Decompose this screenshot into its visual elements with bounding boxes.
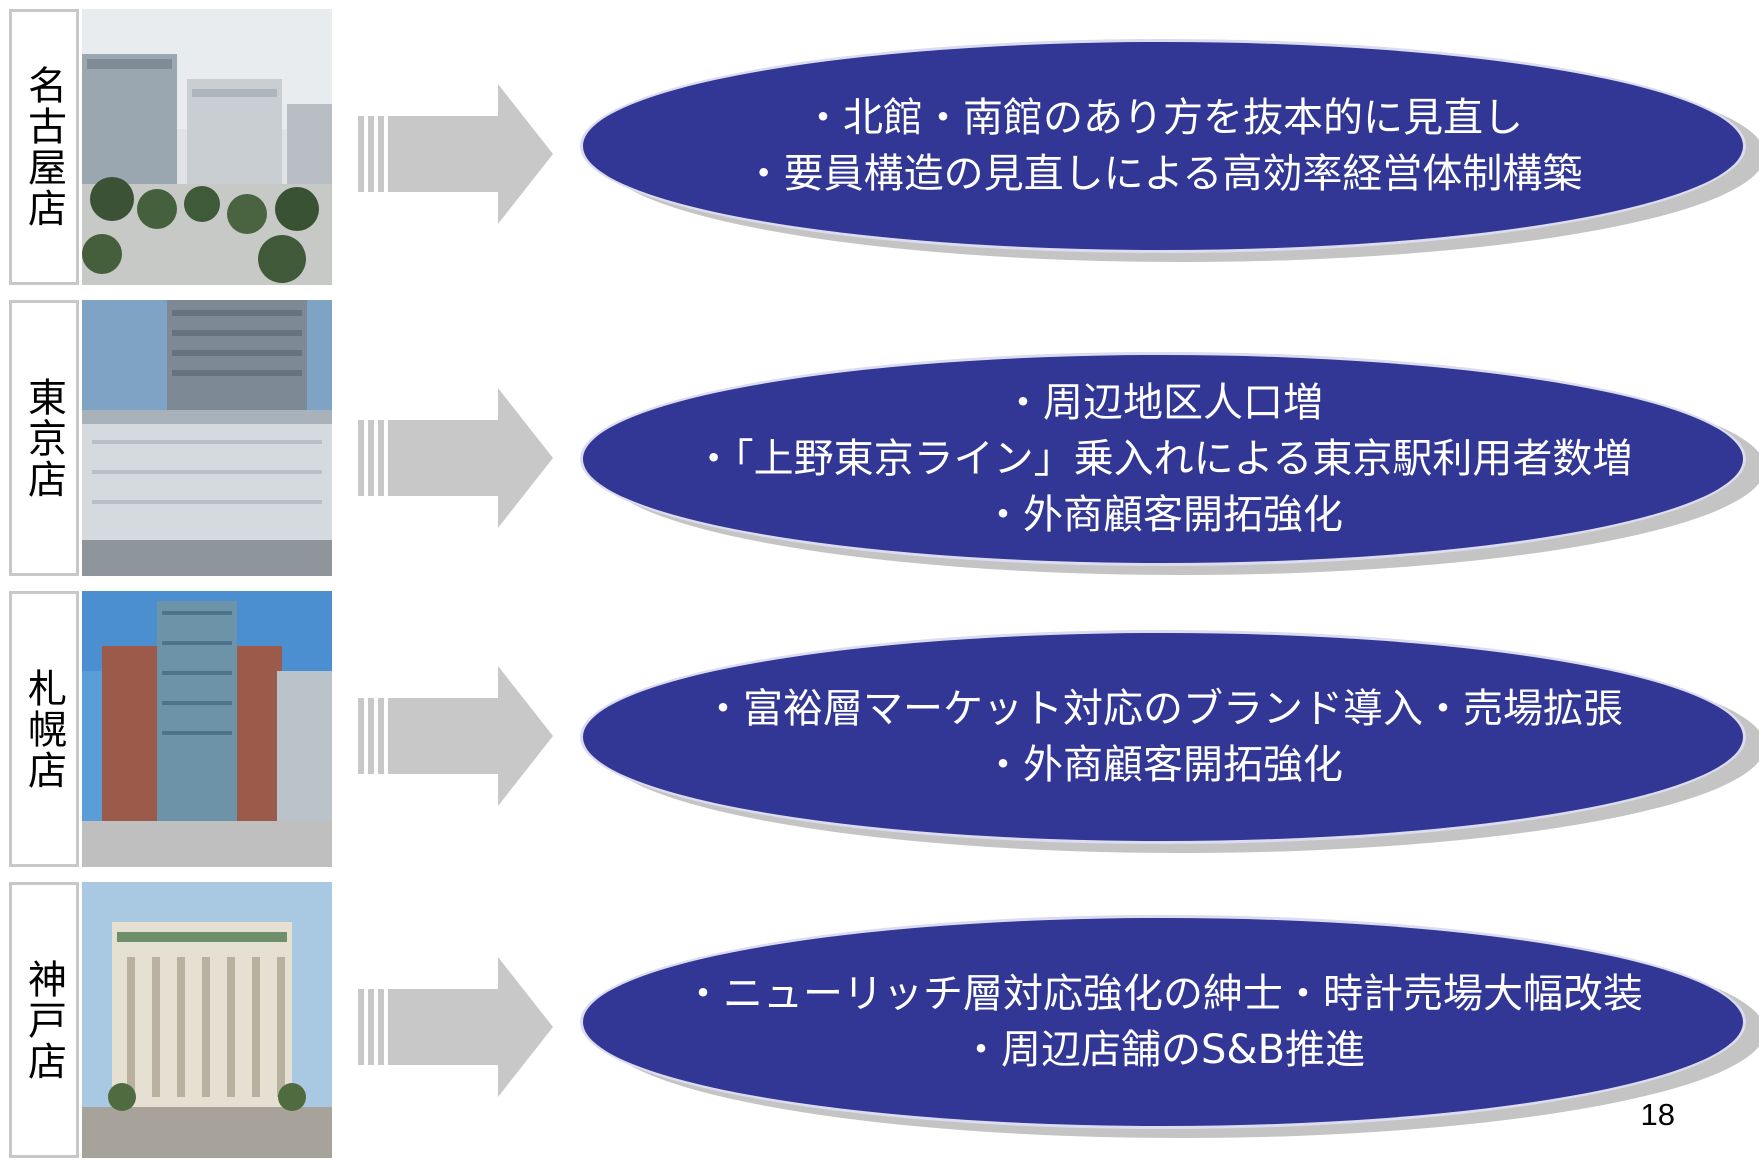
store-label: 札幌店 <box>9 591 79 867</box>
building-photo-tokyo <box>82 300 332 576</box>
store-row-nagoya: 名古屋店 ・北館・南館のあり方を抜本的に見直し ・要員構造の見直しによる高効率経… <box>0 9 1759 289</box>
store-row-sapporo: 札幌店 ・富裕層マーケット対応のブランド導入・売場拡張 ・外商顧客開拓強化 <box>0 591 1759 871</box>
arrow-right-icon <box>358 388 553 528</box>
store-row-tokyo: 東京店 ・周辺地区人口増 ・「上野東京ライン」乗入れによる東京駅利用者数増 ・外… <box>0 300 1759 580</box>
measure-text: ・要員構造の見直しによる高効率経営体制構築 <box>743 151 1583 197</box>
measures-ellipse: ・富裕層マーケット対応のブランド導入・売場拡張 ・外商顧客開拓強化 <box>580 630 1746 844</box>
measure-text: ・富裕層マーケット対応のブランド導入・売場拡張 <box>703 686 1623 732</box>
store-label: 神戸店 <box>9 882 79 1158</box>
store-label: 名古屋店 <box>9 9 79 285</box>
measure-text: ・「上野東京ライン」乗入れによる東京駅利用者数増 <box>693 436 1633 482</box>
store-label-text: 神戸店 <box>21 958 67 1082</box>
measure-text: ・周辺店舗のS&B推進 <box>960 1027 1366 1073</box>
measure-text: ・ニューリッチ層対応強化の紳士・時計売場大幅改装 <box>683 971 1643 1017</box>
page-number: 18 <box>1640 1097 1675 1132</box>
building-photo-nagoya <box>82 9 332 285</box>
measure-text: ・北館・南館のあり方を抜本的に見直し <box>803 95 1523 141</box>
building-photo-kobe <box>82 882 332 1158</box>
arrow-right-icon <box>358 84 553 224</box>
store-label-text: 名古屋店 <box>21 65 67 229</box>
measure-text: ・外商顧客開拓強化 <box>983 742 1343 788</box>
measures-ellipse: ・ニューリッチ層対応強化の紳士・時計売場大幅改装 ・周辺店舗のS&B推進 <box>580 915 1746 1129</box>
store-label-text: 札幌店 <box>21 667 67 791</box>
measures-ellipse: ・周辺地区人口増 ・「上野東京ライン」乗入れによる東京駅利用者数増 ・外商顧客開… <box>580 352 1746 566</box>
store-row-kobe: 神戸店 ・ニューリッチ層対応強化の紳士・時計売場大幅改装 ・周辺店舗のS&B推進 <box>0 882 1759 1162</box>
measures-ellipse: ・北館・南館のあり方を抜本的に見直し ・要員構造の見直しによる高効率経営体制構築 <box>580 39 1746 253</box>
measure-text: ・外商顧客開拓強化 <box>983 492 1343 538</box>
store-label-text: 東京店 <box>21 376 67 500</box>
measure-text: ・周辺地区人口増 <box>1003 380 1323 426</box>
building-photo-sapporo <box>82 591 332 867</box>
arrow-right-icon <box>358 957 553 1097</box>
arrow-right-icon <box>358 666 553 806</box>
store-label: 東京店 <box>9 300 79 576</box>
